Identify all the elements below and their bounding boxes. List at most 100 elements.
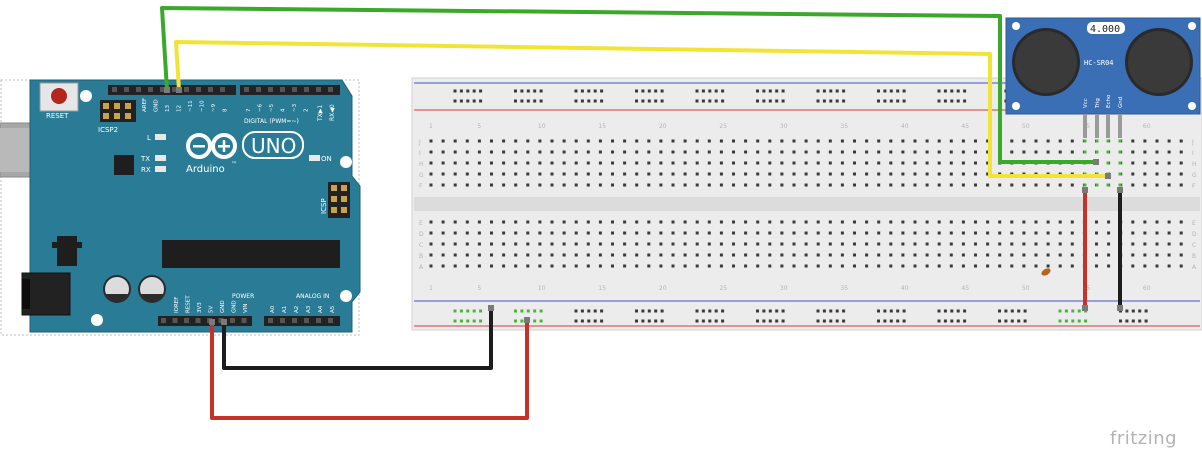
breadboard-hole — [683, 183, 687, 187]
breadboard-hole — [1143, 139, 1147, 143]
column-number: 40 — [901, 123, 909, 130]
breadboard-hole — [1179, 231, 1183, 235]
breadboard-hole — [611, 161, 614, 165]
rx-led-label: RX — [141, 166, 151, 174]
breadboard-hole — [453, 172, 457, 176]
breadboard-hole — [683, 253, 687, 257]
rail-hole — [1023, 309, 1027, 313]
rail-hole — [635, 309, 638, 313]
breadboard-hole — [828, 264, 832, 268]
breadboard-hole — [695, 231, 699, 235]
breadboard-hole — [598, 253, 602, 257]
breadboard-hole — [1107, 231, 1111, 235]
breadboard-hole — [623, 231, 627, 235]
breadboard-hole — [1155, 231, 1159, 235]
rail-hole — [835, 99, 839, 103]
breadboard-hole — [586, 231, 590, 235]
breadboard-hole — [623, 183, 627, 187]
wire-end — [1105, 173, 1111, 179]
breadboard-hole — [574, 242, 578, 246]
row-letter: I — [1192, 150, 1194, 157]
column-number: 60 — [1143, 285, 1151, 292]
breadboard-hole — [1167, 172, 1171, 176]
breadboard-hole — [816, 231, 820, 235]
breadboard-hole — [671, 220, 675, 224]
rail-hole — [593, 99, 597, 103]
red-power-wire[interactable] — [210, 320, 529, 420]
breadboard-hole — [429, 231, 433, 235]
breadboard-hole — [574, 150, 578, 154]
rail-hole — [593, 309, 597, 313]
breadboard-hole — [562, 183, 566, 187]
green-signal-wire[interactable] — [160, 6, 1096, 164]
rail-hole — [647, 99, 651, 103]
breadboard-hole — [901, 161, 905, 165]
mount-hole — [91, 314, 103, 326]
breadboard-hole — [1155, 139, 1159, 143]
breadboard-hole — [526, 150, 530, 154]
breadboard-hole — [1070, 183, 1074, 187]
breadboard-hole — [441, 183, 445, 187]
breadboard-hole — [429, 172, 433, 176]
breadboard-hole — [550, 253, 554, 257]
rail-hole — [472, 309, 476, 313]
breadboard-hole — [1070, 253, 1074, 257]
breadboard-hole — [865, 242, 869, 246]
breadboard-hole — [732, 264, 735, 268]
rail-hole — [998, 309, 1001, 313]
breadboard-hole — [986, 172, 990, 176]
breadboard-hole — [526, 231, 530, 235]
rx-pin-label: RX◀0 — [329, 104, 336, 121]
rail-hole — [580, 319, 584, 323]
breadboard-hole — [840, 161, 844, 165]
rail-hole — [600, 89, 604, 93]
rail-hole — [526, 309, 530, 313]
reset-button-cap[interactable] — [51, 88, 67, 104]
breadboard-hole — [635, 220, 639, 224]
rail-hole — [943, 99, 947, 103]
breadboard-hole — [465, 264, 469, 268]
breadboard-hole — [853, 242, 856, 246]
breadboard-hole — [768, 139, 772, 143]
breadboard-hole — [707, 183, 711, 187]
rail-hole — [1138, 309, 1142, 313]
power-pin-label: GND — [232, 300, 238, 313]
yellow-signal-wire[interactable] — [174, 40, 1108, 178]
breadboard-hole — [853, 253, 856, 257]
breadboard-hole — [1131, 150, 1135, 154]
black-ground-wire[interactable] — [222, 308, 493, 370]
breadboard-hole — [1070, 139, 1074, 143]
row-letter: A — [1192, 264, 1197, 271]
breadboard-hole — [901, 139, 905, 143]
breadboard-hole — [477, 253, 481, 257]
rail-hole — [514, 99, 517, 103]
breadboard-hole — [961, 242, 965, 246]
rail-hole — [701, 99, 705, 103]
breadboard-hole — [1107, 253, 1111, 257]
breadboard-hole — [780, 220, 784, 224]
breadboard-hole — [865, 139, 869, 143]
breadboard-hole — [1167, 150, 1171, 154]
breadboard-hole — [1095, 264, 1098, 268]
breadboard-hole — [1143, 183, 1147, 187]
breadboard-hole — [719, 139, 723, 143]
breadboard-hole — [623, 264, 627, 268]
breadboard-hole — [732, 139, 735, 143]
breadboard-hole — [1167, 220, 1171, 224]
breadboard-hole — [562, 264, 566, 268]
breadboard-hole — [526, 183, 530, 187]
breadboard-hole — [1179, 242, 1183, 246]
sensor-pin-label: Gnd — [1118, 97, 1124, 108]
breadboard-hole — [840, 139, 844, 143]
rail-hole — [816, 89, 820, 93]
header-pin — [184, 318, 189, 323]
breadboard-hole — [974, 220, 977, 224]
breadboard-hole — [538, 253, 542, 257]
breadboard-hole — [913, 264, 917, 268]
breadboard-hole — [744, 242, 748, 246]
header-pin — [148, 87, 153, 92]
rail-hole — [1084, 319, 1088, 323]
analog-pin-label: A1 — [282, 306, 288, 313]
breadboard-hole — [707, 161, 711, 165]
breadboard-hole — [683, 220, 687, 224]
